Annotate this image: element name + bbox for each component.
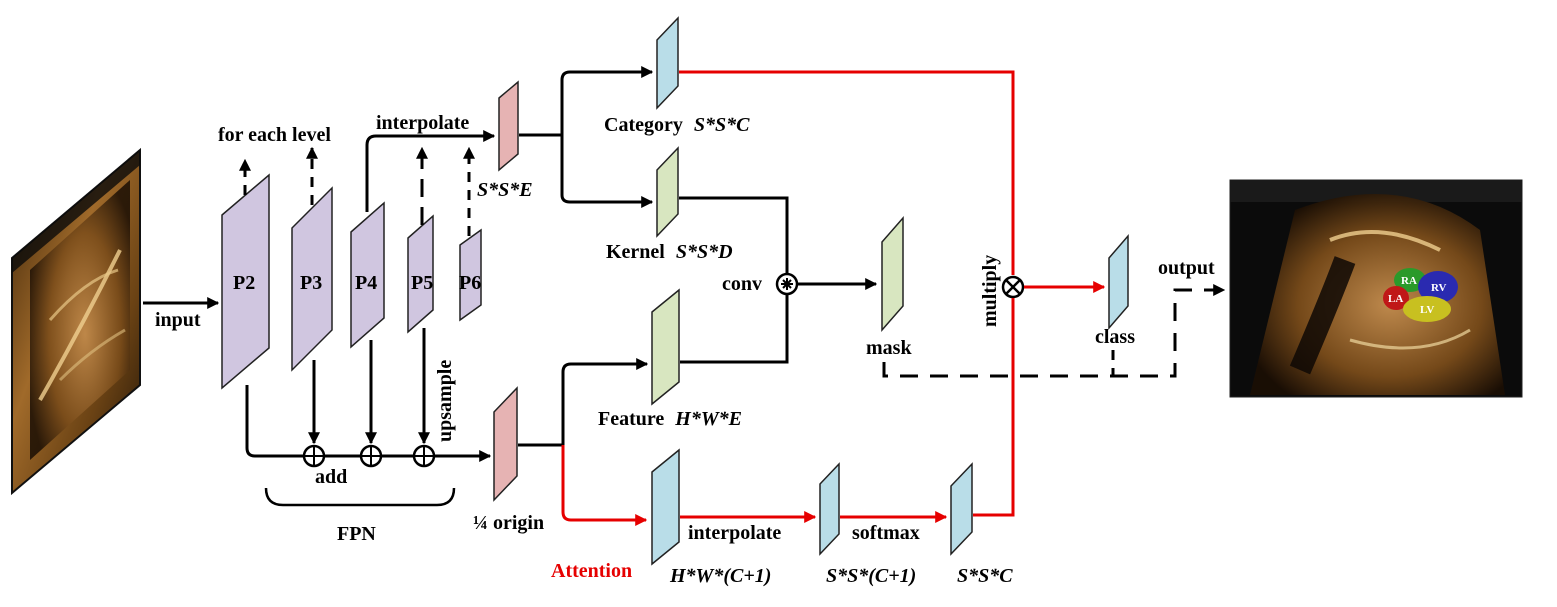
add-label: add [315, 466, 347, 488]
multiply-operator-icon [1003, 277, 1023, 297]
fpn-level-label: P3 [300, 272, 322, 294]
upsample-label: upsample [434, 360, 456, 442]
category-block [657, 18, 678, 108]
mask-block [882, 218, 903, 330]
output-segmented-image: RA RV LA LV [1230, 180, 1522, 397]
output-label: output [1158, 257, 1215, 279]
segment-la-label: LA [1388, 293, 1403, 305]
segment-lv-label: LV [1420, 304, 1434, 316]
attention-block-ssc [951, 464, 972, 554]
to-attention-arrow [563, 445, 646, 520]
fpn-brace [266, 488, 454, 505]
fpn-level-label: P6 [459, 272, 481, 294]
to-feature-arrow [563, 364, 647, 445]
attention-label: Attention [551, 560, 632, 582]
input-label: input [155, 309, 201, 331]
class-block [1109, 236, 1128, 328]
feature-word: Feature [598, 408, 664, 430]
segment-rv-label: RV [1431, 282, 1447, 294]
for-each-level-arrows [245, 148, 469, 236]
fpn-level-label: P5 [411, 272, 433, 294]
feature-to-conv-line [680, 295, 787, 362]
for-each-level-label: for each level [218, 124, 331, 146]
mask-label: mask [866, 337, 912, 359]
sse-label: S*S*E [477, 179, 533, 201]
fpn-level-label: P4 [355, 272, 377, 294]
interpolate-top-label: interpolate [376, 112, 469, 134]
softmax-label: softmax [852, 522, 920, 544]
conv-label: conv [722, 273, 762, 295]
feature-label: Feature H*W*E [598, 408, 742, 430]
kernel-label: Kernel S*S*D [606, 241, 733, 263]
category-word: Category [604, 114, 683, 136]
class-label: class [1095, 326, 1135, 348]
quarter-origin-block [494, 388, 517, 500]
kernel-block [657, 148, 678, 236]
category-dims: S*S*C [694, 114, 750, 136]
sse-feature-block [499, 82, 518, 170]
interpolate-bottom-label: interpolate [688, 522, 781, 544]
add-operator-icon [414, 446, 434, 466]
ss-c1-label: S*S*(C+1) [826, 565, 916, 587]
quarter-origin-label: ¼ origin [473, 512, 544, 534]
feature-block [652, 290, 679, 404]
attention-block-hw [652, 450, 679, 564]
p2-merge-line [247, 385, 304, 456]
interpolate-top-arrow [367, 136, 494, 212]
add-operator-icon [304, 446, 324, 466]
segment-ra-label: RA [1401, 275, 1417, 287]
hw-c1-label: H*W*(C+1) [669, 565, 771, 587]
add-operator-icon [361, 446, 381, 466]
category-label: Category S*S*C [604, 114, 750, 136]
kernel-dims: S*S*D [676, 241, 733, 263]
fpn-level-label: P2 [233, 272, 255, 294]
attention-block-ss-c1 [820, 464, 839, 554]
feature-dims: H*W*E [674, 408, 742, 430]
conv-operator-icon [777, 274, 797, 294]
input-ultrasound-image [12, 150, 140, 493]
kernel-word: Kernel [606, 241, 665, 263]
output-dashed-arrow [884, 290, 1224, 376]
ssc-label: S*S*C [957, 565, 1013, 587]
multiply-label: multiply [979, 255, 1001, 327]
fpn-label: FPN [337, 523, 376, 545]
to-kernel-arrow [562, 135, 652, 202]
attention-to-multiply-line [973, 298, 1013, 515]
